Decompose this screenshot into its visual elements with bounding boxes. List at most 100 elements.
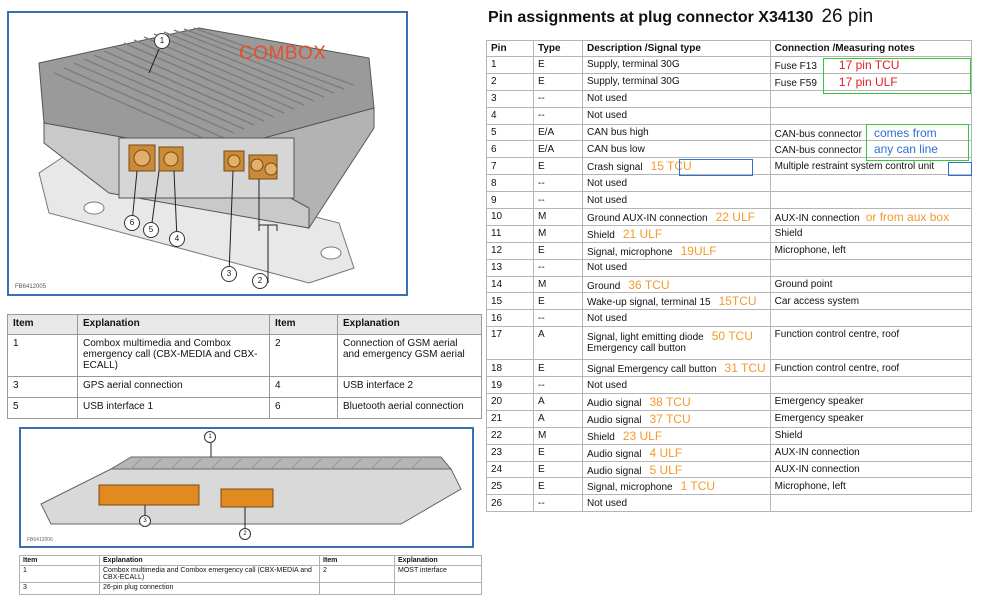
table-cell: USB interface 2 [337, 376, 482, 398]
description-cell: CAN bus low [582, 140, 771, 159]
description-cell: Supply, terminal 30G [582, 56, 771, 74]
type-cell: E [533, 359, 583, 378]
pin-number: 3 [491, 93, 497, 105]
pin-description: Not used [587, 497, 628, 509]
items-table-2-header: Item Explanation Item Explanation [19, 555, 482, 566]
pin-note: 21 ULF [622, 226, 663, 241]
type-cell: -- [533, 309, 583, 328]
pin-cell: 26 [486, 494, 534, 513]
pin-number: 2 [491, 76, 497, 88]
pin-number: 14 [491, 279, 503, 291]
pin-cell: 10 [486, 208, 534, 226]
type-cell: -- [533, 258, 583, 277]
pin-type: -- [538, 194, 545, 206]
callout-1: 1 [204, 431, 216, 443]
pin-type: E [538, 59, 545, 71]
table-row: 5 USB interface 1 6 Bluetooth aerial con… [7, 397, 482, 419]
connection-cell [769, 191, 973, 210]
pin-connection: Emergency speaker [774, 413, 864, 425]
pin-cell: 3 [486, 89, 534, 108]
combox-illustration-2: FB6412006 1 2 3 [19, 427, 474, 548]
table-row: 1 Combox multimedia and Combox emergency… [19, 565, 482, 583]
pin-note: 15TCU [718, 294, 757, 309]
pin-number: 21 [491, 413, 503, 425]
pin-type: E [538, 464, 545, 476]
type-cell: A [533, 409, 583, 428]
pin-description: Audio signal [587, 448, 642, 460]
pin-description: Supply, terminal 30G [587, 76, 680, 88]
pin-number: 26 [491, 497, 503, 509]
pin-connection: Shield [774, 228, 803, 240]
pin-cell: 12 [486, 241, 534, 260]
pin-description: Audio signal [587, 414, 642, 426]
col-explanation: Explanation [99, 555, 320, 566]
table-row: 3--Not used [486, 89, 973, 108]
pin-note: 31 TCU [724, 361, 766, 376]
description-cell: Not used [582, 258, 771, 277]
combox-drawing [38, 27, 375, 284]
pin-description: Audio signal [587, 465, 642, 477]
pin-connection: Microphone, left [774, 245, 846, 257]
pin-number: 9 [491, 194, 497, 206]
table-cell: USB interface 1 [77, 397, 270, 419]
connection-cell: Car access system [769, 292, 973, 311]
pin-connection: Shield [774, 430, 803, 442]
items-table: Item Explanation Item Explanation 1 Comb… [7, 314, 482, 419]
pin-title-text: Pin assignments at plug connector X34130 [488, 9, 814, 26]
table-row: 4--Not used [486, 106, 973, 125]
connection-cell: Emergency speaker [769, 393, 973, 411]
pin-number: 13 [491, 262, 503, 274]
pin-type: M [538, 228, 547, 240]
pin-type: -- [538, 379, 545, 391]
connection-cell: Shield [769, 426, 973, 445]
connection-note: 17 pin TCU [838, 57, 900, 72]
pin-cell: 13 [486, 258, 534, 277]
pin-description: Not used [587, 110, 628, 122]
combox-drawing-2: FB6412006 [27, 443, 462, 543]
pin-type: M [538, 279, 547, 291]
pin-number: 15 [491, 295, 503, 307]
connection-cell: Emergency speaker [769, 409, 973, 428]
pin-connection: AUX-IN connection [774, 447, 860, 459]
connection-cell: Ground point [769, 275, 973, 294]
table-cell: 3 [7, 376, 78, 398]
callout-2: 2 [252, 273, 268, 289]
connection-cell: AUX-IN connection [769, 460, 973, 479]
pin-number: 10 [491, 211, 503, 223]
type-cell: E [533, 157, 583, 176]
table-cell: GPS aerial connection [77, 376, 270, 398]
connection-cell [769, 106, 973, 125]
figure-code: FB6412005 [15, 284, 47, 290]
pin-description: Wake-up signal, terminal 15 [587, 297, 711, 309]
pin-number: 6 [491, 143, 497, 155]
callout-1: 1 [154, 33, 170, 49]
pin-cell: 5 [486, 123, 534, 142]
annotation-box-crash [679, 159, 753, 176]
pin-description: Not used [587, 177, 628, 189]
pin-cell: 19 [486, 376, 534, 395]
pin-cell: 20 [486, 393, 534, 411]
pin-number: 4 [491, 110, 497, 122]
pin-description: Shield [587, 229, 615, 241]
description-cell: Not used [582, 494, 771, 513]
table-cell: 4 [269, 376, 338, 398]
table-row: 13 -- Not used [486, 258, 973, 277]
table-cell: 6 [269, 397, 338, 419]
type-cell: E [533, 56, 583, 74]
table-cell: MOST interface [394, 565, 482, 583]
pin-number: 17 [491, 329, 503, 341]
description-cell: Wake-up signal, terminal 15 15TCU [582, 292, 771, 311]
connection-cell [769, 174, 973, 193]
pin-number: 23 [491, 447, 503, 459]
pin-type: -- [538, 262, 545, 274]
type-cell: E [533, 460, 583, 479]
pin-description: Not used [587, 379, 628, 391]
